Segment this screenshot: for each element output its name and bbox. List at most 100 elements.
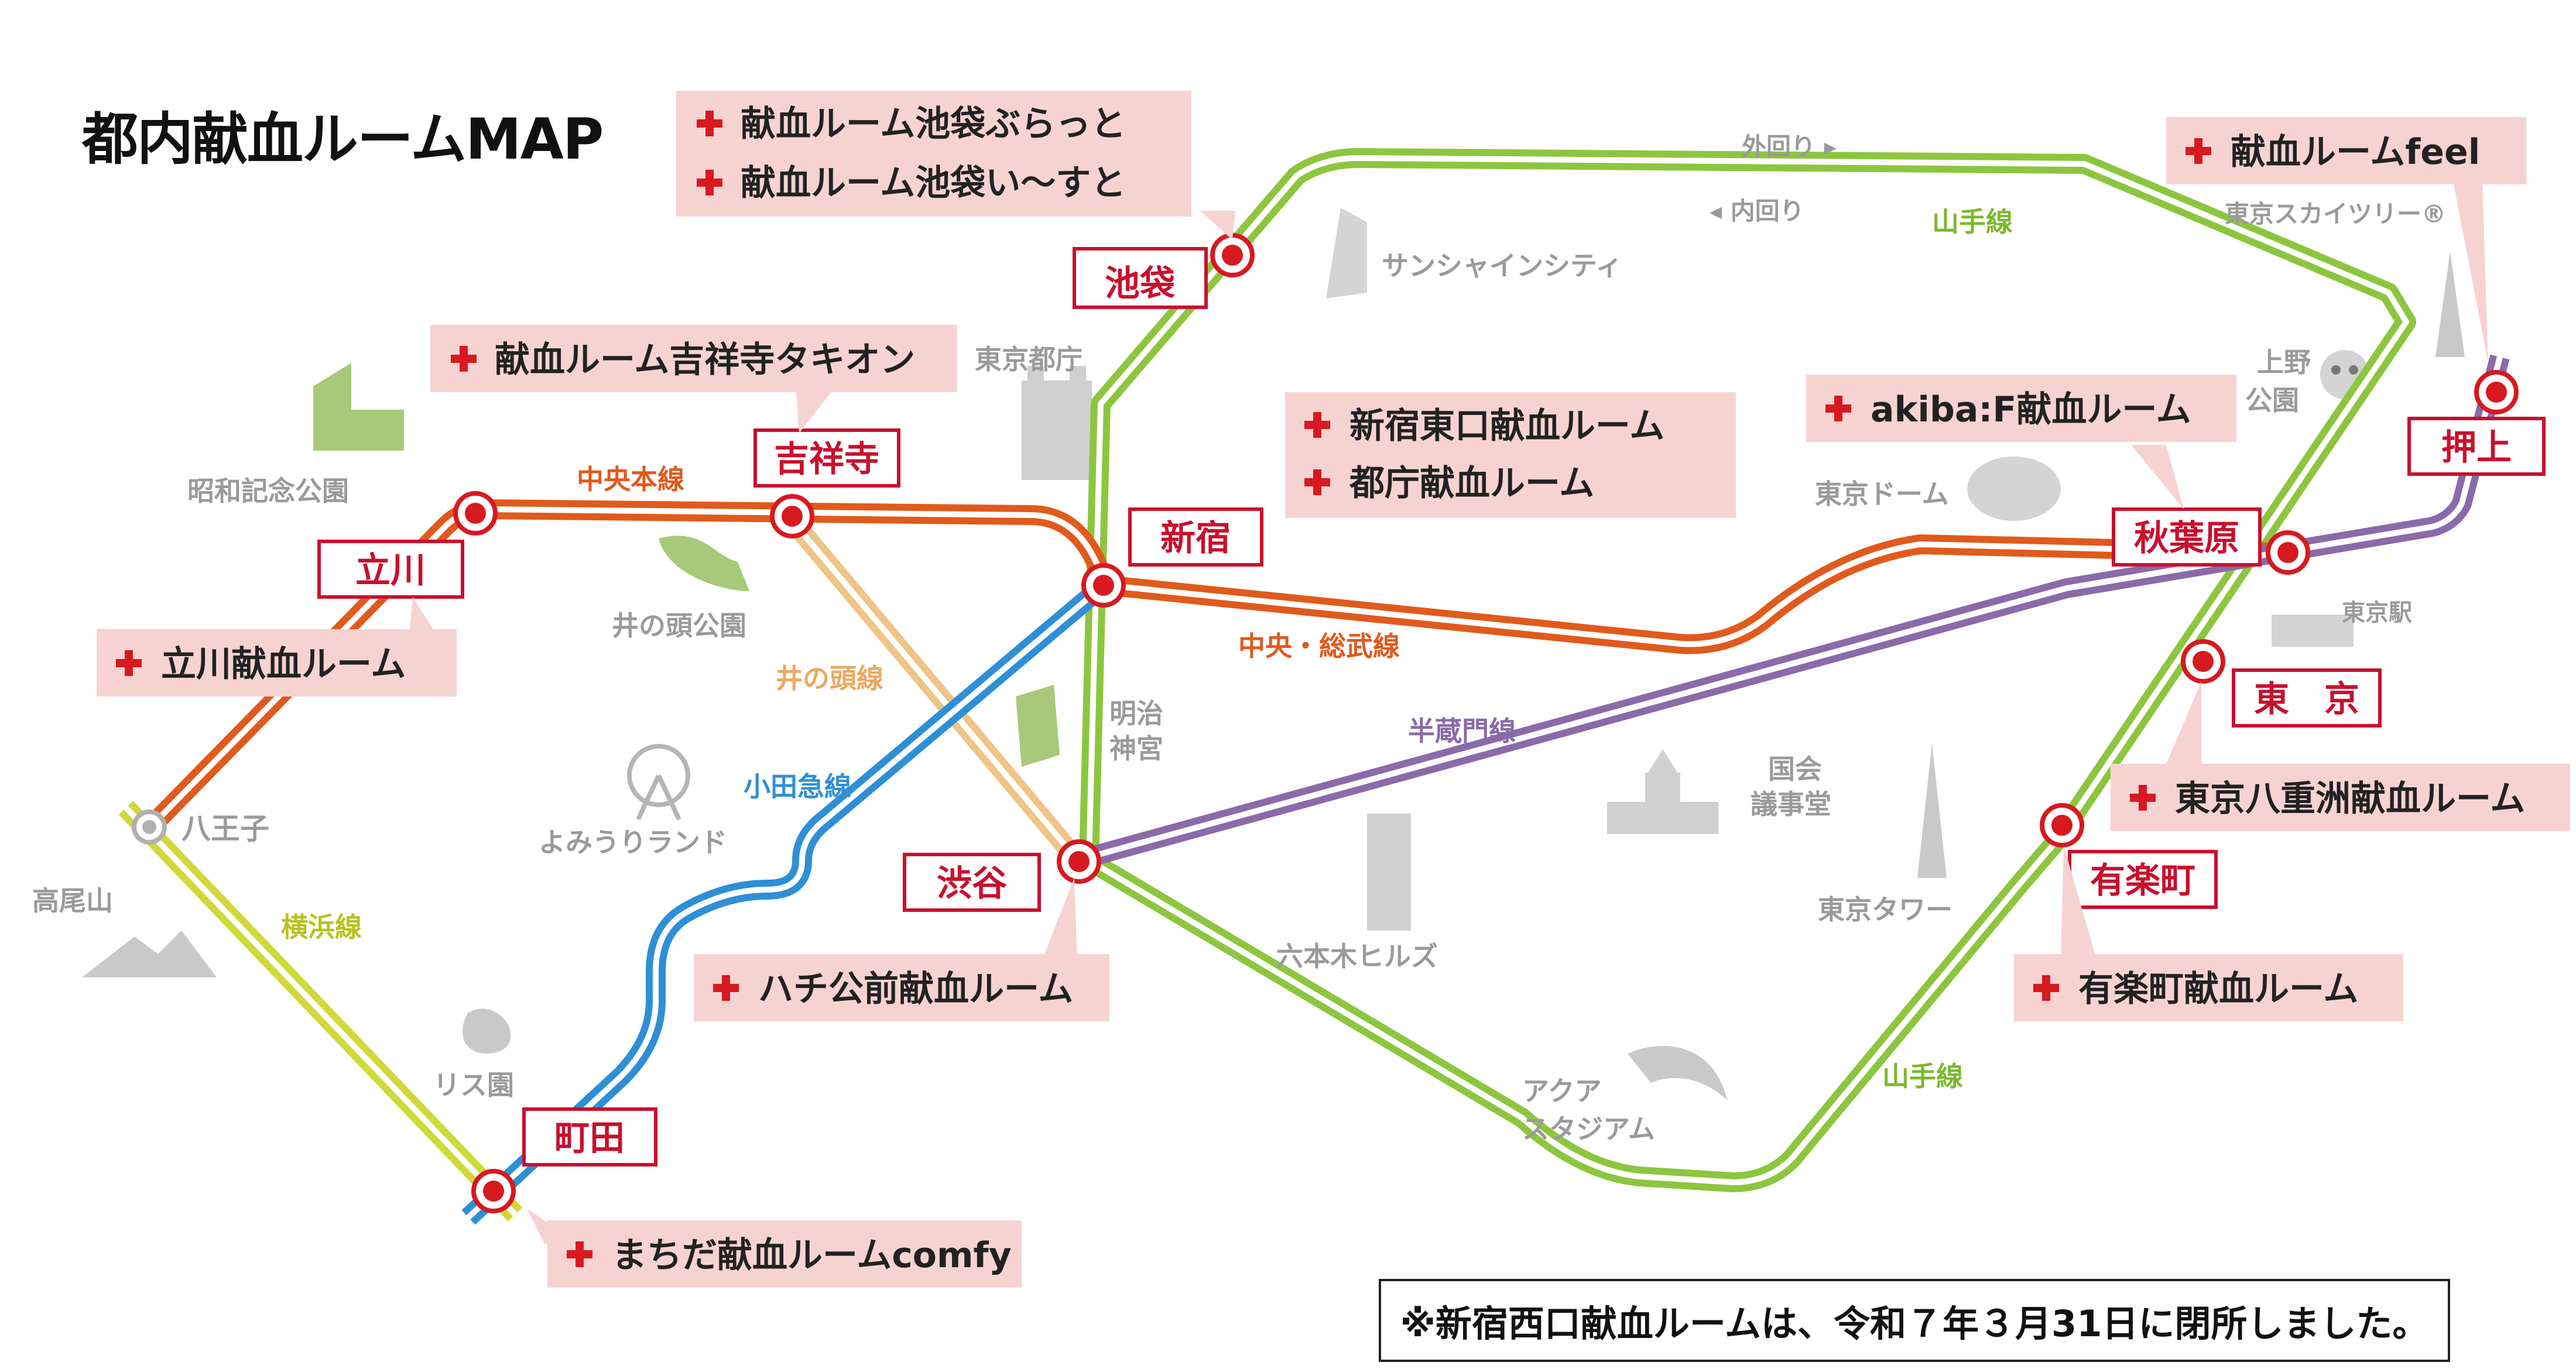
station-akihabara: 秋葉原	[2112, 507, 2262, 567]
svg-text:池袋: 池袋	[1105, 263, 1175, 304]
room-yurakucho: 有楽町献血ルーム	[2078, 969, 2358, 1010]
station-yurakucho: 有楽町	[2068, 850, 2218, 909]
tokyo-station-icon	[2272, 615, 2354, 647]
landmark-takao: 高尾山	[32, 885, 113, 917]
odakyu-line	[461, 577, 1110, 1225]
label-hanzomon: 半蔵門線	[1408, 715, 1516, 747]
landmark-yomiuri: よみうりランド	[539, 826, 727, 858]
kokkai-icon	[1607, 749, 1718, 834]
svg-text:押上: 押上	[2441, 427, 2512, 468]
station-marker-tachikawa	[453, 491, 498, 536]
landmark-risu: リス園	[433, 1069, 514, 1101]
landmark-showa: 昭和記念公園	[187, 475, 349, 507]
landmark-skytree: 東京スカイツリー®	[2225, 200, 2446, 228]
label-inner-loop: ◂ 内回り	[1710, 197, 1804, 225]
label-yamanote-bottom: 山手線	[1882, 1061, 1963, 1092]
station-marker-ikebukuro	[1210, 233, 1255, 277]
station-marker-kichijoji	[770, 494, 814, 538]
label-yokohama: 横浜線	[281, 911, 362, 943]
station-shibuya: 渋谷	[903, 853, 1041, 912]
closure-notice: ※新宿西口献血ルームは、令和７年３月31日に閉所しました。	[1379, 1279, 2450, 1362]
svg-text:渋谷: 渋谷	[937, 863, 1007, 904]
station-ikebukuro: 池袋	[1073, 247, 1208, 309]
room-callout-yurakucho: 有楽町献血ルーム	[2014, 954, 2403, 1021]
risu-icon	[463, 1008, 511, 1054]
room-callout-akihabara: akiba:F献血ルーム	[1806, 375, 2236, 442]
station-hachioji: 八王子	[181, 812, 269, 846]
room-callout-machida: まちだ献血ルームcomfy	[547, 1220, 1022, 1288]
landmark-icons	[82, 208, 2465, 1100]
svg-text:立川: 立川	[355, 550, 426, 591]
line-labels: 山手線 山手線 外回り ▸ ◂ 内回り 中央本線 中央・総武線 井の頭線 小田急…	[281, 132, 2013, 1092]
chuo-sobu-line	[1105, 534, 2290, 654]
landmark-sunshine: サンシャインシティ	[1382, 250, 1622, 282]
room-akihabara: akiba:F献血ルーム	[1871, 389, 2191, 430]
station-tokyo: 東 京	[2232, 668, 2382, 728]
station-marker-machida	[471, 1169, 516, 1213]
landmark-aqua-2: スタジアム	[1522, 1113, 1655, 1145]
svg-text:新宿: 新宿	[1160, 518, 1231, 559]
landmark-meiji-1: 明治	[1109, 698, 1163, 729]
station-marker-shibuya	[1057, 839, 1101, 884]
label-inokashira: 井の頭線	[776, 663, 883, 694]
room-oshiage: 献血ルームfeel	[2231, 132, 2480, 173]
station-marker-oshiage	[2474, 370, 2519, 414]
plus-icon	[567, 1241, 592, 1267]
hanzomon-line	[1074, 354, 2510, 870]
showa-park-icon	[313, 363, 404, 451]
plus-icon	[1825, 396, 1851, 421]
station-labels: 池袋 吉祥寺 立川 新宿 渋谷 町田 秋葉原 押上 東 京 有楽町 八王子	[181, 247, 2546, 1166]
sunshine-city-icon	[1326, 208, 1367, 298]
station-shinjuku: 新宿	[1128, 507, 1263, 567]
landmark-tokyo-station: 東京駅	[2342, 599, 2412, 626]
station-marker-tokyo	[2181, 639, 2225, 684]
landmark-aqua-1: アクア	[1522, 1075, 1602, 1107]
room-machida: まちだ献血ルームcomfy	[612, 1235, 1012, 1276]
station-tachikawa: 立川	[317, 540, 464, 599]
room-callout-tokyo: 東京八重洲献血ルーム	[2111, 764, 2570, 831]
landmark-tocho: 東京都庁	[975, 344, 1083, 375]
room-ikebukuro-1: 献血ルーム池袋ぶらっと	[741, 104, 1126, 145]
room-callout-ikebukuro: 献血ルーム池袋ぶらっと 献血ルーム池袋い〜すと	[676, 91, 1191, 217]
room-callout-tachikawa: 立川献血ルーム	[97, 629, 457, 696]
svg-text:町田: 町田	[554, 1118, 625, 1159]
plus-icon	[1304, 469, 1330, 495]
room-kichijoji: 献血ルーム吉祥寺タキオン	[495, 339, 915, 380]
yomiuri-land-icon	[627, 744, 690, 821]
room-shibuya: ハチ公前献血ルーム	[758, 969, 1073, 1010]
plus-icon	[116, 650, 142, 676]
plus-icon	[1304, 412, 1330, 438]
roppongi-icon	[1367, 814, 1411, 931]
room-callout-kichijoji: 献血ルーム吉祥寺タキオン	[430, 325, 957, 392]
svg-text:東 京: 東 京	[2254, 679, 2359, 720]
label-chuo-sobu: 中央・総武線	[1238, 630, 1400, 662]
takao-icon	[82, 931, 217, 977]
svg-text:吉祥寺: 吉祥寺	[774, 439, 879, 480]
room-callout-oshiage: 献血ルームfeel	[2166, 117, 2526, 184]
skytree-icon	[2435, 252, 2465, 357]
inokashira-park-icon	[659, 536, 749, 591]
room-callout-shinjuku: 新宿東口献血ルーム 都庁献血ルーム	[1285, 392, 1736, 518]
station-marker-hachioji	[132, 809, 167, 845]
yokohama-line	[118, 801, 523, 1222]
landmark-kokkai-1: 国会	[1768, 753, 1822, 785]
landmark-kokkai-2: 議事堂	[1751, 788, 1831, 820]
plus-icon	[451, 346, 477, 372]
landmark-labels: サンシャインシティ 東京都庁 昭和記念公園 井の頭公園 明治 神宮 よみうりラン…	[32, 200, 2446, 1145]
tokyo-dome-icon	[1967, 457, 2061, 521]
label-outer-loop: 外回り ▸	[1742, 132, 1837, 161]
tokyo-tower-icon	[1917, 743, 1947, 878]
room-tokyo: 東京八重洲献血ルーム	[2175, 778, 2525, 819]
tocho-icon	[1022, 366, 1092, 480]
inokashira-line	[779, 509, 1088, 870]
yamanote-line	[1079, 148, 2416, 1192]
plus-icon	[713, 975, 739, 1001]
plus-icon	[2130, 785, 2156, 811]
plus-icon	[697, 170, 722, 195]
station-marker-yurakucho	[2040, 803, 2084, 848]
label-odakyu: 小田急線	[744, 771, 851, 802]
station-marker-akihabara	[2266, 530, 2310, 575]
room-shinjuku-2: 都庁献血ルーム	[1349, 463, 1594, 504]
plus-icon	[2033, 975, 2059, 1001]
